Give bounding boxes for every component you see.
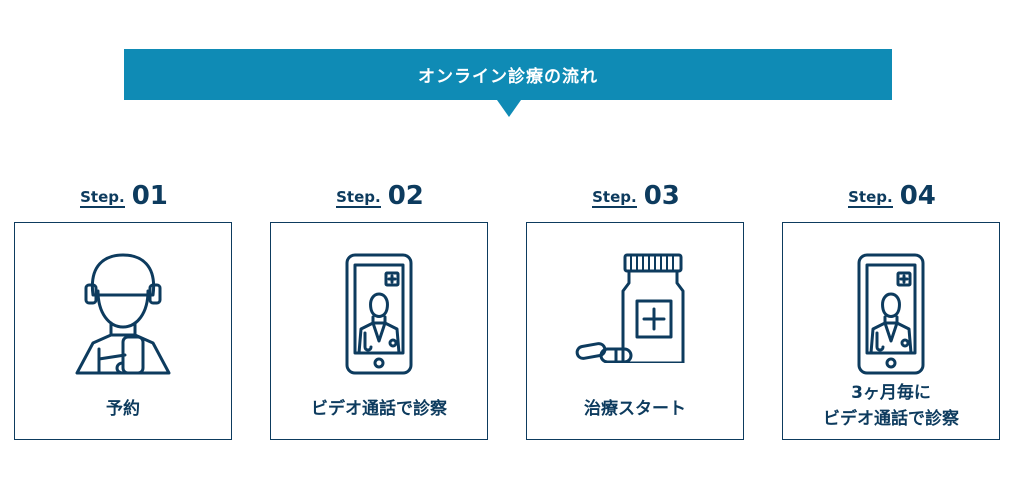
step-word: Step. [80, 188, 125, 208]
step-card-1: 予約 [14, 222, 232, 440]
step-number: 03 [643, 181, 680, 211]
video-call-doctor-icon [857, 253, 925, 375]
step-caption-line-1: 3ヶ月毎に [851, 383, 931, 403]
video-call-doctor-icon [345, 253, 413, 375]
step-caption: ビデオ通話で診察 [311, 399, 447, 419]
step-caption: 予約 [106, 399, 140, 419]
medicine-bottle-icon [575, 253, 685, 363]
step-label-2: Step. 02 [270, 178, 490, 211]
step-caption: 治療スタート [584, 399, 686, 419]
banner-pointer [497, 100, 521, 117]
flow-title: オンライン診療の流れ [418, 67, 598, 87]
step-card-2: ビデオ通話で診察 [270, 222, 488, 440]
step-label-4: Step. 04 [782, 178, 1002, 211]
step-label-1: Step. 01 [14, 178, 234, 211]
step-card-4: 3ヶ月毎に ビデオ通話で診察 [782, 222, 1000, 440]
step-word: Step. [592, 188, 637, 208]
step-word: Step. [336, 188, 381, 208]
step-label-3: Step. 03 [526, 178, 746, 211]
step-word: Step. [848, 188, 893, 208]
step-number: 02 [387, 181, 424, 211]
user-with-phone-icon [75, 253, 171, 375]
flow-banner: オンライン診療の流れ [124, 49, 892, 100]
step-caption-line-2: ビデオ通話で診察 [823, 409, 959, 429]
step-number: 01 [131, 181, 168, 211]
step-number: 04 [899, 181, 936, 211]
step-card-3: 治療スタート [526, 222, 744, 440]
